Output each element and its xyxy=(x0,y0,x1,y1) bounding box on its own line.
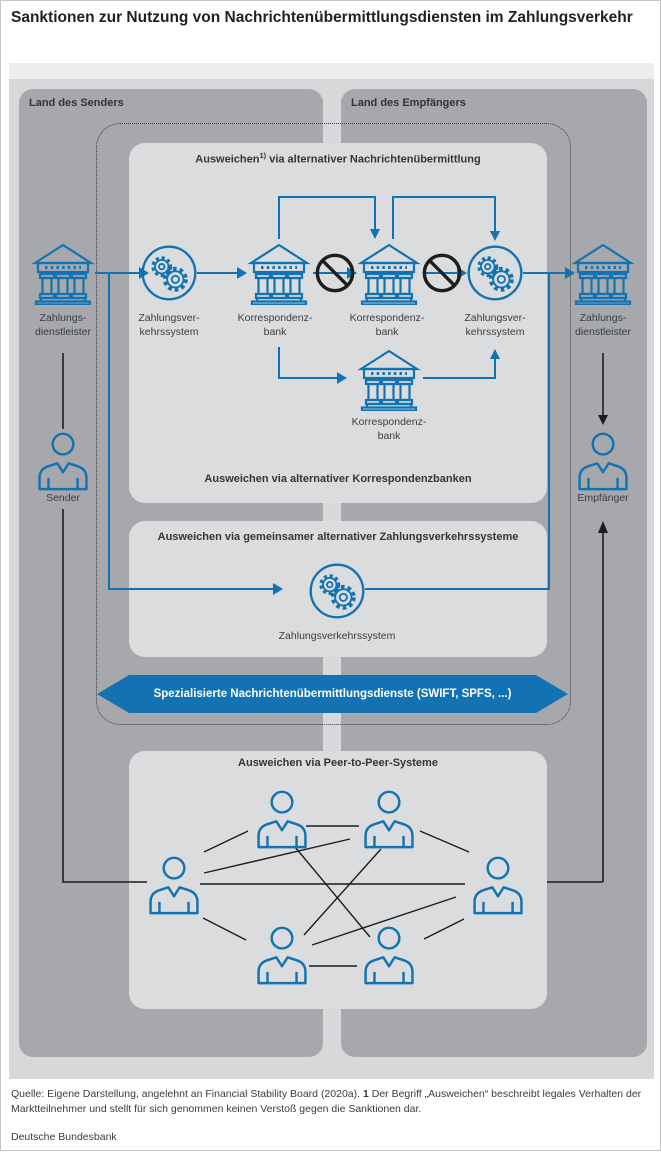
footnote-text: Der Begriff „Ausweichen“ beschreibt lega… xyxy=(11,1088,642,1116)
specialized-messaging-banner: Spezialisierte Nachrichtenübermittlungsd… xyxy=(97,675,568,713)
figure-top-strip xyxy=(9,63,654,79)
label-receiver: Empfänger xyxy=(577,492,629,504)
box-alternative-correspondents-label: Ausweichen via alternativer Korresponden… xyxy=(204,473,472,485)
title-text: Ausweichen xyxy=(195,153,260,166)
label-payment-system-left: Zahlungsver- kehrssystem xyxy=(138,312,200,339)
box-alternative-payment-systems-title: Ausweichen via gemeinsamer alternativer … xyxy=(157,531,519,543)
box-peer-to-peer: Ausweichen via Peer-to-Peer-Systeme xyxy=(129,751,547,1009)
title-text-rest: via alternativer Nachrichtenübermittlung xyxy=(266,153,481,166)
label-payment-service-provider-right: Zahlungs- dienstleister xyxy=(574,312,632,339)
label-correspondent-bank-alternative: Korrespondenz- bank xyxy=(351,416,427,443)
label-correspondent-bank-left: Korrespondenz- bank xyxy=(237,312,313,339)
label-correspondent-bank-right: Korrespondenz- bank xyxy=(349,312,425,339)
panel-receiver-country-header: Land des Empfängers xyxy=(351,97,466,109)
footnote-number: 1 xyxy=(362,1088,369,1100)
label-payment-system-right: Zahlungsver- kehrssystem xyxy=(464,312,526,339)
box-alternative-messaging-title: Ausweichen1) via alternativer Nachrichte… xyxy=(129,151,547,166)
source-note: Quelle: Eigene Darstellung, angelehnt an… xyxy=(11,1087,653,1117)
label-payment-service-provider-left: Zahlungs- dienstleister xyxy=(34,312,92,339)
label-common-payment-system: Zahlungsverkehrssystem xyxy=(278,630,396,642)
label-sender: Sender xyxy=(46,492,80,504)
attribution: Deutsche Bundesbank xyxy=(11,1131,117,1143)
panel-sender-country-header: Land des Senders xyxy=(29,97,124,109)
footnote-marker: 1) xyxy=(259,151,267,160)
banner-label: Spezialisierte Nachrichtenübermittlungsd… xyxy=(153,688,512,700)
source-text: Quelle: Eigene Darstellung, angelehnt an… xyxy=(11,1088,363,1100)
page-title: Sanktionen zur Nutzung von Nachrichtenüb… xyxy=(11,9,633,26)
box-peer-to-peer-title: Ausweichen via Peer-to-Peer-Systeme xyxy=(238,757,438,769)
sanctioned-messaging-dashed-zone xyxy=(96,123,571,725)
